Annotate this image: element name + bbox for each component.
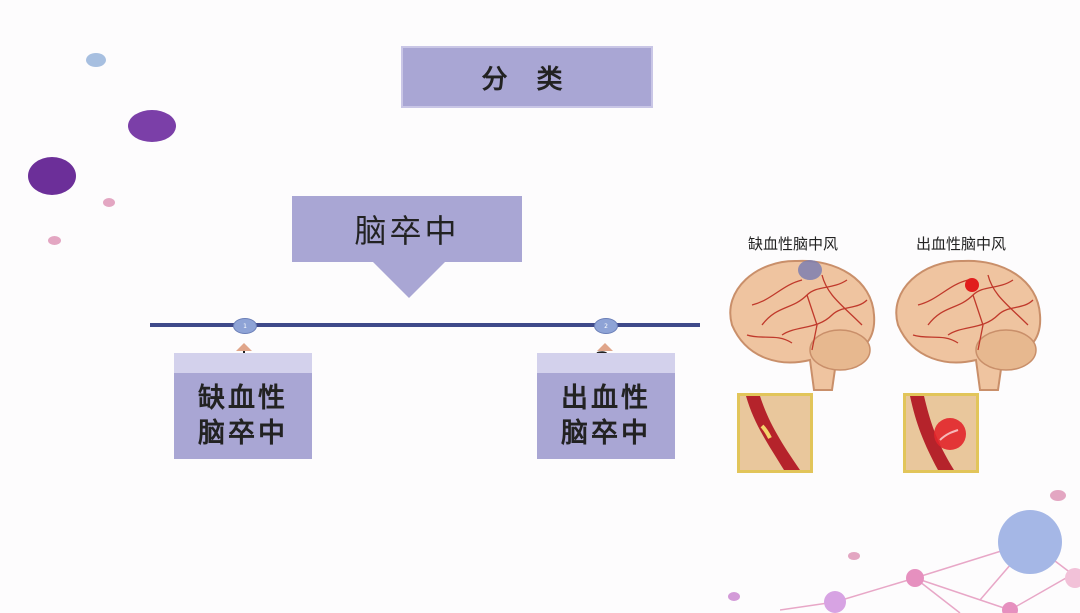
decor-dot	[128, 110, 176, 142]
decor-dot	[48, 236, 61, 245]
up-triangle-icon	[597, 343, 613, 351]
category-hemorrhagic-line2: 脑卒中	[561, 418, 651, 449]
decor-dot	[28, 157, 76, 195]
main-concept-box: 脑卒中	[292, 196, 522, 262]
ischemic-caption: 缺血性脑中风	[748, 235, 839, 253]
decor-dot	[86, 53, 106, 67]
ruptured-vessel-icon	[910, 396, 966, 470]
category-hemorrhagic: 出血性 脑卒中	[537, 353, 675, 459]
timeline-node-1: 1	[233, 318, 257, 334]
up-triangle-icon	[236, 343, 252, 351]
category-ischemic-line2: 脑卒中	[198, 418, 288, 449]
decor-network	[780, 510, 1080, 613]
vessel-ischemic-closeup	[737, 393, 813, 473]
category-ischemic: 缺血性 脑卒中	[174, 353, 312, 459]
timeline-node-2: 2	[594, 318, 618, 334]
down-arrow-icon	[373, 262, 445, 298]
decor-dot	[103, 198, 115, 207]
decor-dot	[728, 592, 740, 601]
brain-ischemic-illustration	[729, 259, 876, 391]
brain-hemorrhagic-illustration	[895, 259, 1042, 391]
category-hemorrhagic-line1: 出血性	[561, 383, 651, 414]
hemorrhagic-caption: 出血性脑中风	[916, 235, 1007, 253]
decor-dot	[848, 552, 860, 560]
timeline-line	[150, 323, 700, 327]
blocked-vessel-icon	[746, 396, 800, 470]
vessel-hemorrhagic-closeup	[903, 393, 979, 473]
slide-title: 分 类	[401, 46, 653, 108]
category-ischemic-line1: 缺血性	[198, 383, 288, 414]
decor-dot	[1050, 490, 1066, 501]
